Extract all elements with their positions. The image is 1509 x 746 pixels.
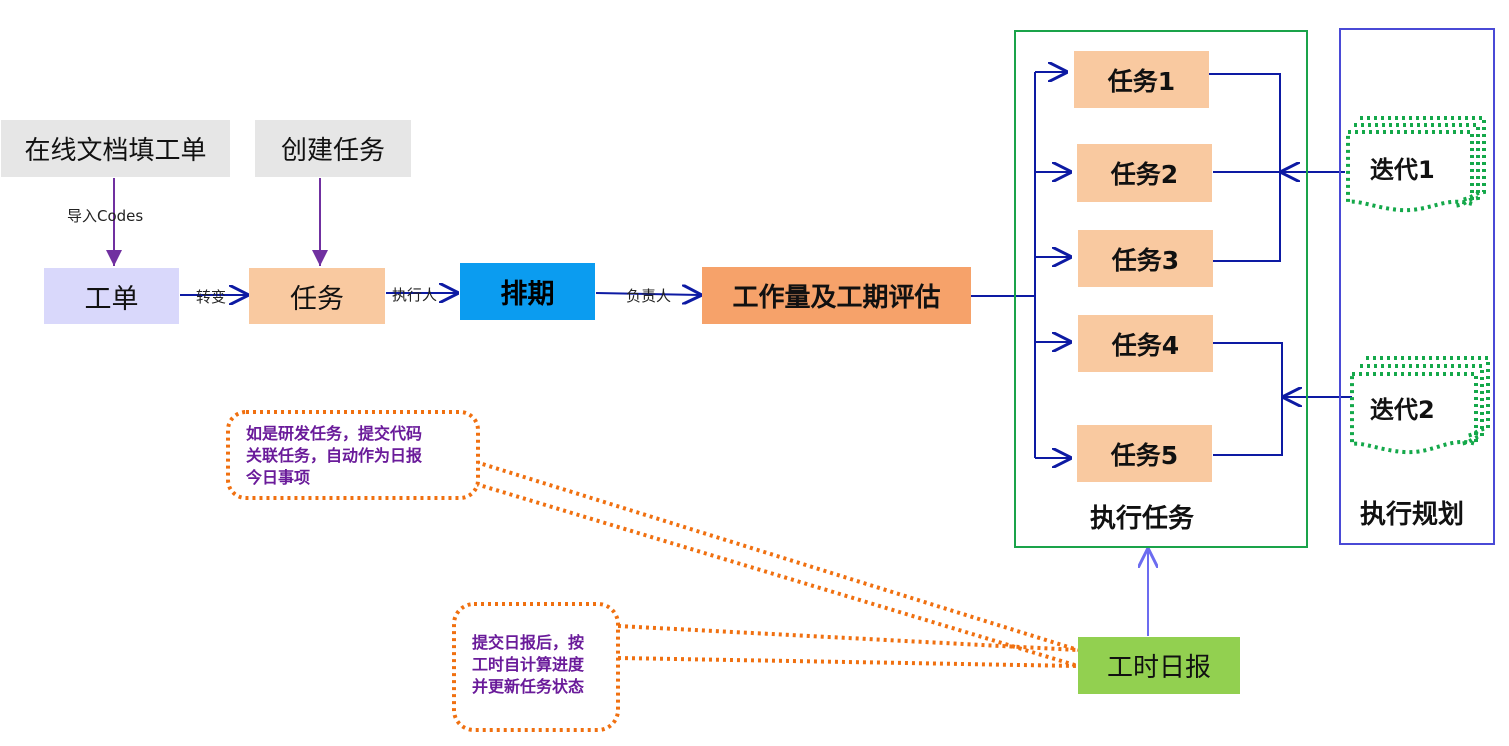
edge-label-convert: 转变	[196, 288, 227, 306]
group-execute-tasks	[1014, 30, 1308, 548]
node-work-order: 工单	[44, 268, 179, 324]
group-execute-plan-caption: 执行规划	[1360, 500, 1465, 530]
callout1-bubble	[226, 410, 480, 500]
arrow-schedule-to-estimate	[595, 293, 700, 295]
callout2-tail-top	[617, 624, 1079, 652]
node-estimate: 工作量及工期评估	[702, 267, 971, 324]
callout-note-commit: 如是研发任务，提交代码 关联任务，自动作为日报 今日事项	[246, 424, 423, 487]
node-timesheet: 工时日报	[1078, 637, 1240, 694]
iteration2-shape	[1350, 356, 1490, 455]
callout1-tail-top	[475, 460, 1079, 652]
node-create-task: 创建任务	[255, 120, 411, 177]
callout-note-progress: 提交日报后，按 工时自计算进度 并更新任务状态	[472, 633, 585, 696]
node-task4: 任务4	[1078, 315, 1213, 372]
node-online-doc: 在线文档填工单	[1, 120, 230, 177]
node-task5: 任务5	[1077, 425, 1212, 482]
node-iteration2: 迭代2	[1370, 396, 1435, 424]
edge-label-owner: 负责人	[626, 287, 672, 305]
group-execute-tasks-caption: 执行任务	[1090, 504, 1195, 534]
group-execute-plan	[1339, 28, 1495, 545]
node-task1: 任务1	[1074, 51, 1209, 108]
node-task2: 任务2	[1077, 144, 1212, 202]
node-task3: 任务3	[1078, 230, 1213, 287]
callout2-tail-bottom	[617, 656, 1079, 668]
iteration1-shape	[1346, 116, 1486, 213]
callout2-bubble	[452, 602, 620, 732]
edge-label-executor: 执行人	[392, 286, 438, 304]
node-task: 任务	[249, 268, 385, 324]
node-iteration1: 迭代1	[1370, 156, 1435, 184]
edge-label-import: 导入Codes	[67, 207, 144, 225]
node-schedule: 排期	[460, 263, 595, 320]
